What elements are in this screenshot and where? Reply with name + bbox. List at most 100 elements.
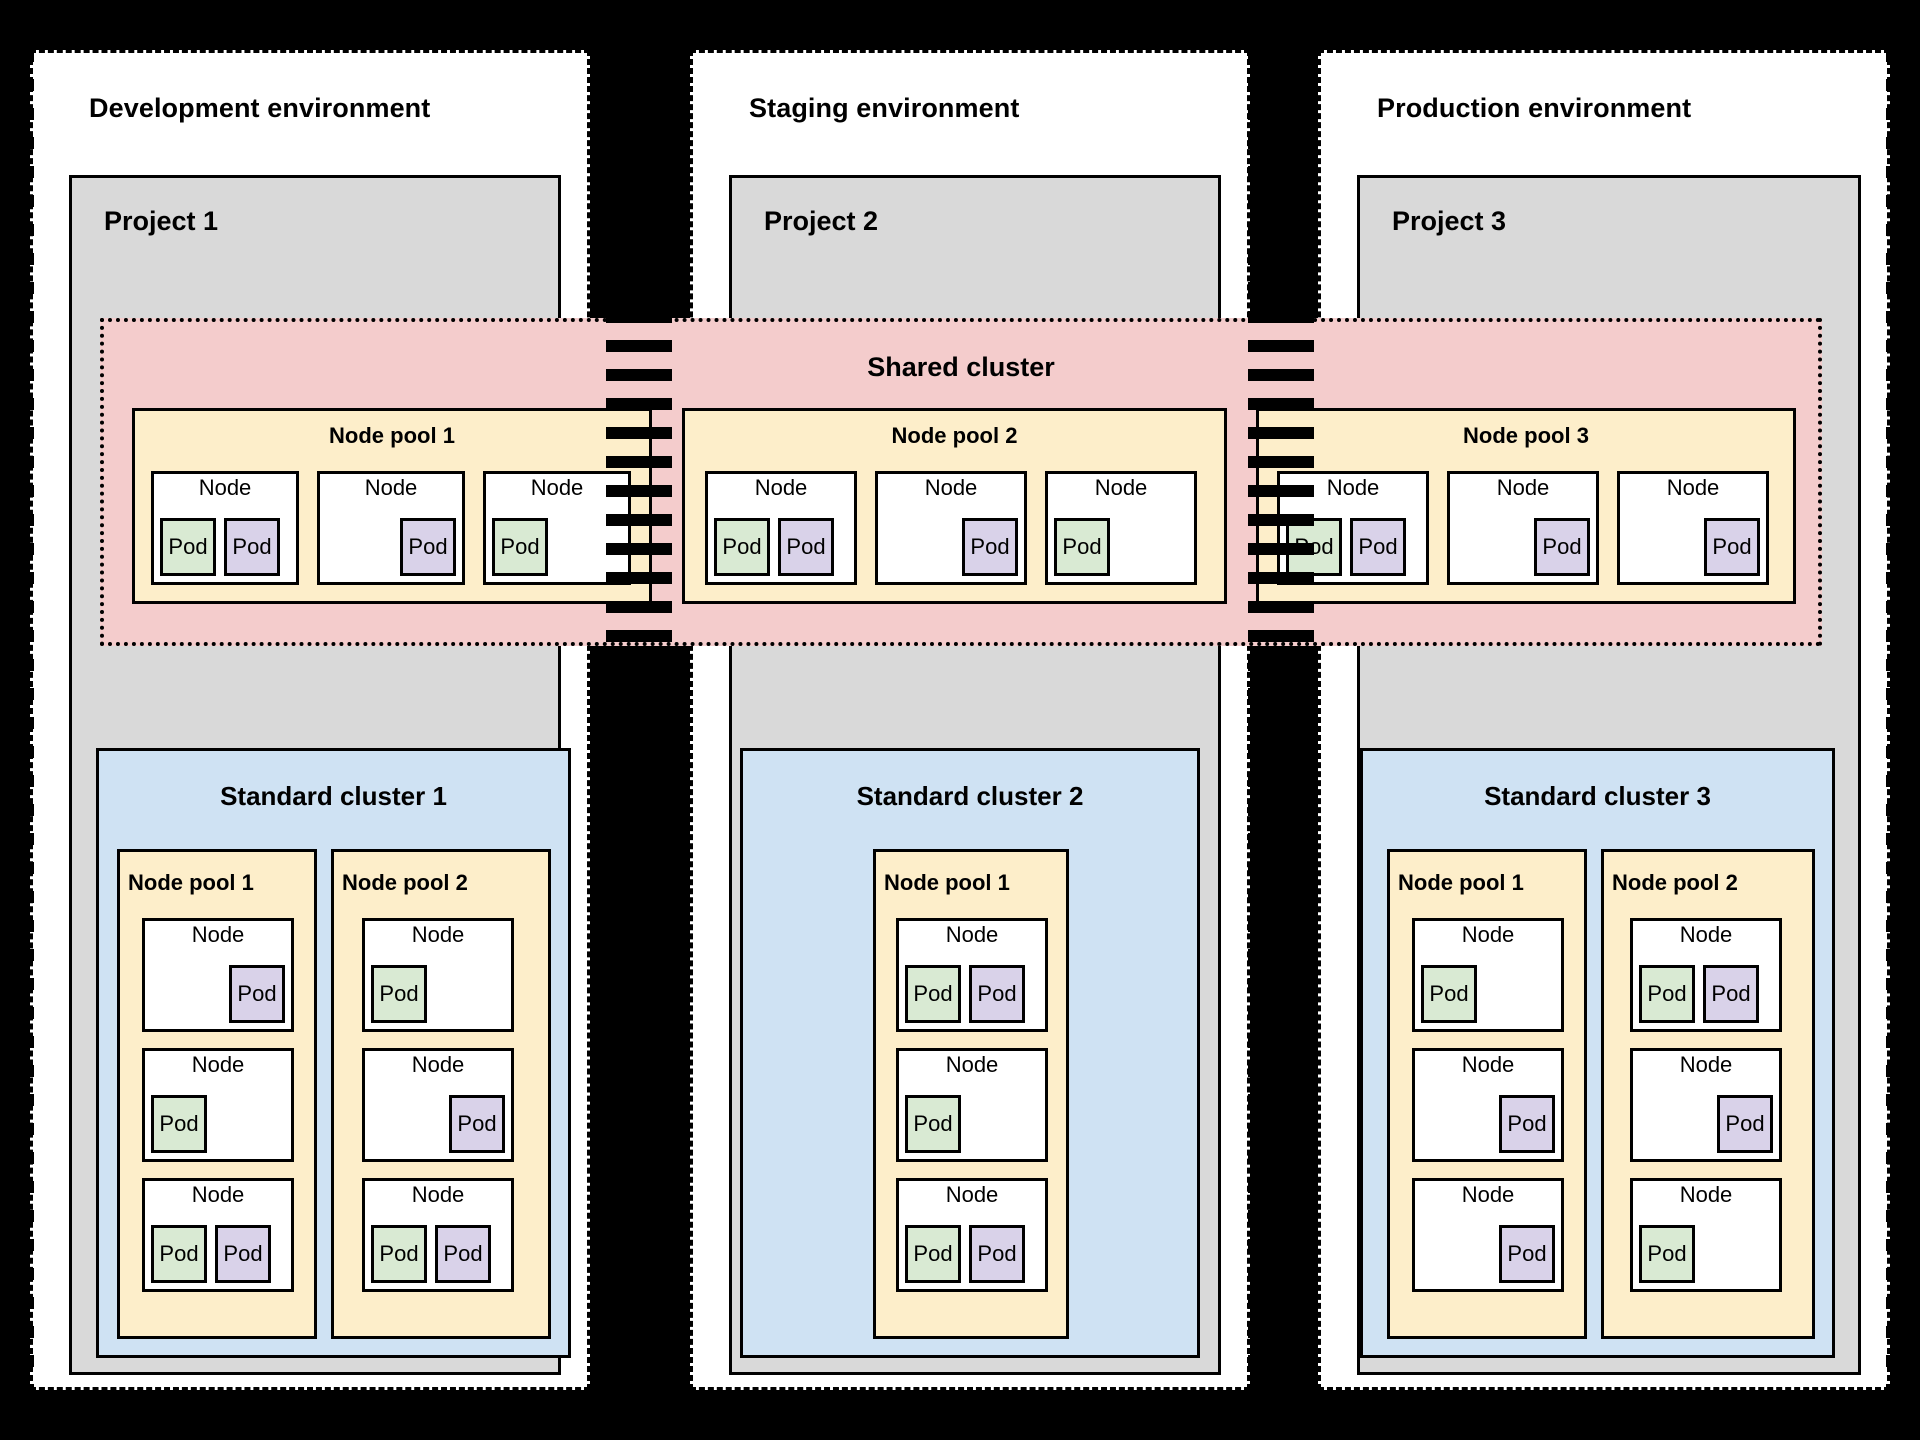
node-pool-title: Node pool 1: [1398, 870, 1524, 895]
node-pool: Node pool 1 Node Pod Node Pod Node: [117, 849, 317, 1339]
pod: Pod: [435, 1225, 491, 1283]
node-label: Node: [945, 1052, 999, 1077]
node: Node Pod: [142, 918, 294, 1032]
pod: Pod: [969, 1225, 1025, 1283]
project-title: Project 2: [764, 206, 879, 236]
pod: Pod: [1421, 965, 1477, 1023]
pod-list: Pod: [899, 1076, 1045, 1159]
pod-list: Pod: [878, 499, 1024, 582]
node-label: Node: [1496, 475, 1550, 500]
node: Node Pod: [362, 918, 514, 1032]
pod-list: Pod Pod: [899, 1206, 1045, 1289]
node-list: Node Pod Node Pod Node Pod: [1412, 918, 1564, 1292]
pod: Pod: [1717, 1095, 1773, 1153]
node-label: Node: [1461, 922, 1515, 947]
node-list: Node Pod Node Pod Node Pod Pod: [142, 918, 294, 1292]
node-label: Node: [1094, 475, 1148, 500]
hatch-separator-right: [1886, 50, 1920, 1390]
node-pool-title: Node pool 1: [329, 423, 455, 448]
pod: Pod: [969, 965, 1025, 1023]
pod-list: Pod Pod: [1633, 946, 1779, 1029]
node-pool: Node pool 3 Node Pod Pod Node Pod Node: [1256, 408, 1796, 604]
node-label: Node: [1461, 1182, 1515, 1207]
pod-list: Pod: [1633, 1076, 1779, 1159]
pod: Pod: [1703, 965, 1759, 1023]
pod-list: Pod Pod: [365, 1206, 511, 1289]
node-list: Node Pod Pod Node Pod Node Pod: [896, 918, 1048, 1292]
node: Node Pod: [1412, 918, 1564, 1032]
standard-cluster-3: Standard cluster 3 Node pool 1 Node Pod …: [1360, 748, 1835, 1358]
pod-list: Pod: [1415, 1076, 1561, 1159]
node: Node Pod: [1412, 1178, 1564, 1292]
pod-list: Pod: [1415, 946, 1561, 1029]
standard-cluster-title: Standard cluster 1: [220, 781, 447, 811]
shared-cluster: Shared cluster Node pool 1 Node Pod Pod …: [100, 318, 1822, 646]
pod: Pod: [151, 1225, 207, 1283]
node-pool-title: Node pool 1: [884, 870, 1010, 895]
node-list: Node Pod Pod Node Pod Node Pod: [151, 471, 631, 585]
pod: Pod: [1534, 518, 1590, 576]
node-label: Node: [1326, 475, 1380, 500]
node: Node Pod: [1630, 1048, 1782, 1162]
node-label: Node: [1679, 1052, 1733, 1077]
hatch-separator-left: [0, 50, 34, 1390]
node-label: Node: [191, 922, 245, 947]
node-pool-title: Node pool 2: [342, 870, 468, 895]
node-label: Node: [191, 1052, 245, 1077]
node-label: Node: [1461, 1052, 1515, 1077]
node-label: Node: [1666, 475, 1720, 500]
node-pool: Node pool 2 Node Pod Node Pod Node: [331, 849, 551, 1339]
pod: Pod: [400, 518, 456, 576]
node-label: Node: [411, 1182, 465, 1207]
pod-list: Pod Pod: [899, 946, 1045, 1029]
node: Node Pod Pod: [142, 1178, 294, 1292]
node: Node Pod Pod: [705, 471, 857, 585]
pod-list: Pod: [486, 499, 628, 582]
pod: Pod: [1054, 518, 1110, 576]
hatch-separator-staging-prod: [1248, 50, 1314, 1390]
node-list: Node Pod Pod Node Pod Node Pod: [1630, 918, 1782, 1292]
node-label: Node: [1679, 922, 1733, 947]
node: Node Pod Pod: [896, 1178, 1048, 1292]
node-label: Node: [924, 475, 978, 500]
pod: Pod: [1499, 1095, 1555, 1153]
node: Node Pod Pod: [151, 471, 299, 585]
node: Node Pod: [1045, 471, 1197, 585]
node-label: Node: [364, 475, 418, 500]
standard-cluster-title: Standard cluster 2: [856, 781, 1084, 811]
pod-list: Pod: [365, 946, 511, 1029]
pod: Pod: [160, 518, 216, 576]
project-title: Project 3: [1392, 206, 1507, 236]
pod: Pod: [492, 518, 548, 576]
pod: Pod: [905, 1225, 961, 1283]
node: Node Pod: [1617, 471, 1769, 585]
pod: Pod: [371, 1225, 427, 1283]
pod: Pod: [714, 518, 770, 576]
pod: Pod: [905, 1095, 961, 1153]
environment-title: Production environment: [1377, 93, 1692, 123]
node: Node Pod Pod: [896, 918, 1048, 1032]
node-pool-title: Node pool 2: [891, 423, 1018, 448]
node: Node Pod: [1412, 1048, 1564, 1162]
pod: Pod: [151, 1095, 207, 1153]
pod-list: Pod: [1048, 499, 1194, 582]
node: Node Pod: [896, 1048, 1048, 1162]
standard-cluster-2: Standard cluster 2 Node pool 1 Node Pod …: [740, 748, 1200, 1358]
pod: Pod: [1639, 965, 1695, 1023]
pod-list: Pod Pod: [708, 499, 854, 582]
node-label: Node: [945, 1182, 999, 1207]
pod-list: Pod: [145, 946, 291, 1029]
environment-title: Staging environment: [749, 93, 1020, 123]
pod-list: Pod: [1415, 1206, 1561, 1289]
pod: Pod: [962, 518, 1018, 576]
node: Node Pod: [875, 471, 1027, 585]
node-label: Node: [191, 1182, 245, 1207]
standard-cluster-1: Standard cluster 1 Node pool 1 Node Pod …: [96, 748, 571, 1358]
node-pool-title: Node pool 1: [128, 870, 254, 895]
node: Node Pod Pod: [362, 1178, 514, 1292]
pod: Pod: [1704, 518, 1760, 576]
pod-list: Pod: [145, 1076, 291, 1159]
pod: Pod: [905, 965, 961, 1023]
pod-list: Pod: [365, 1076, 511, 1159]
node: Node Pod Pod: [1630, 918, 1782, 1032]
